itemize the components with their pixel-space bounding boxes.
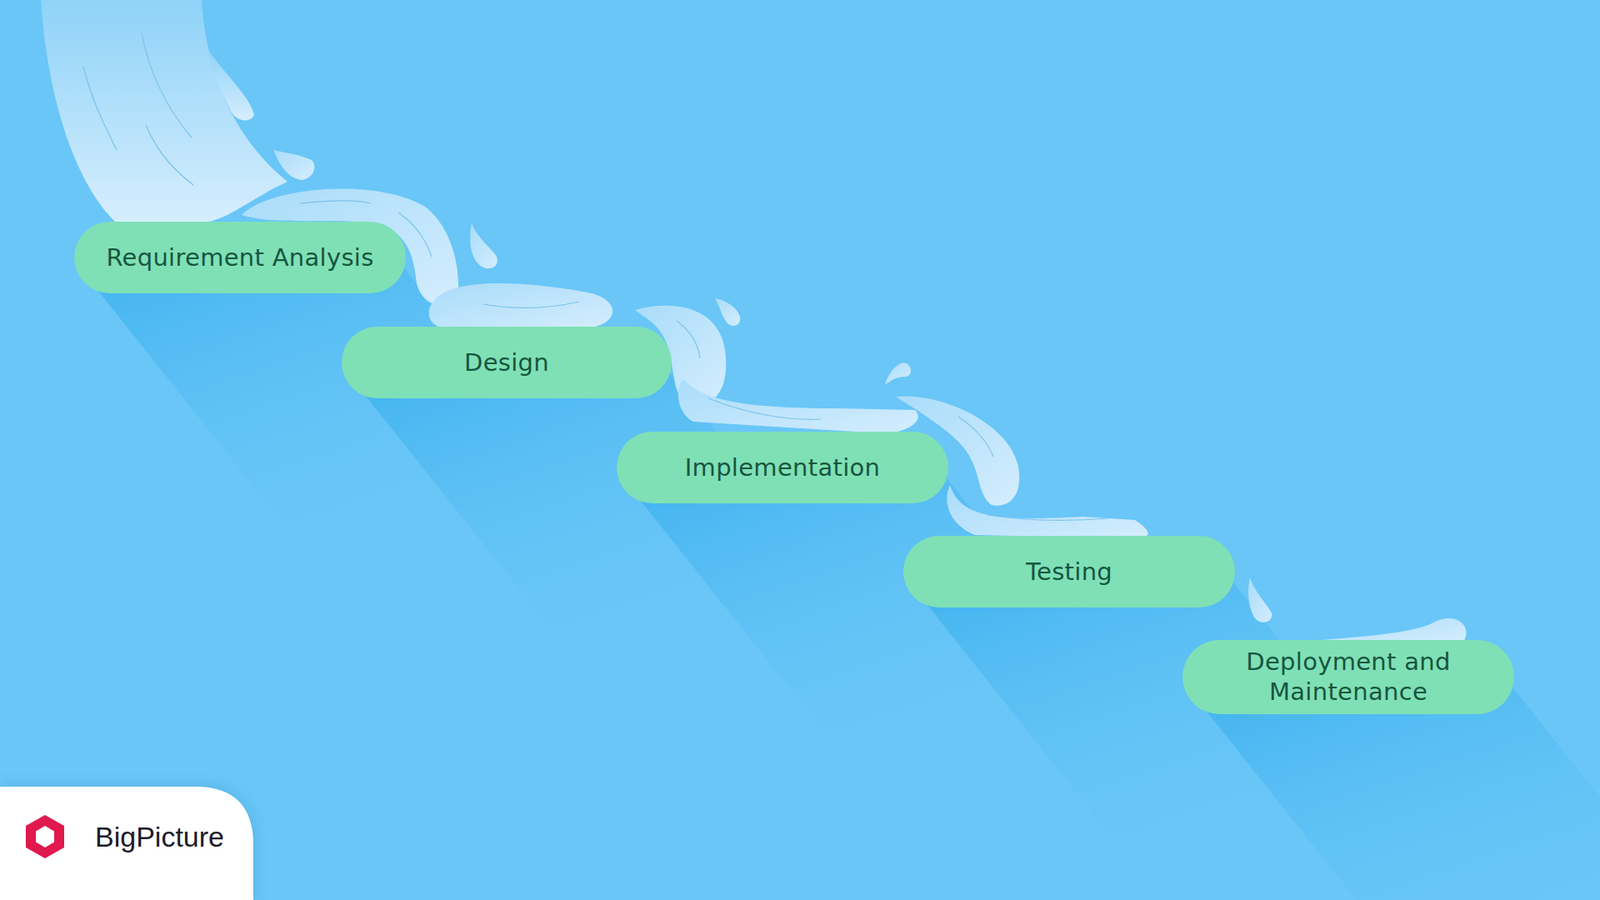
process-step: Testing — [903, 535, 1235, 608]
step-label: Deployment and Maintenance — [1240, 646, 1457, 708]
water-drop — [885, 362, 911, 385]
water-drop — [715, 298, 740, 326]
water-drip — [208, 50, 255, 120]
water-drop — [470, 223, 498, 269]
step-label: Implementation — [685, 452, 880, 483]
water-flow — [40, 0, 1467, 642]
logo-hexagon-inner — [35, 825, 55, 848]
process-step: Requirement Analysis — [74, 221, 406, 294]
step-shadows — [97, 257, 1600, 900]
logo-hexagon — [25, 815, 65, 859]
step-label: Requirement Analysis — [105, 242, 374, 273]
logo-panel-shape — [0, 786, 254, 900]
process-step: Deployment and Maintenance — [1182, 640, 1515, 715]
process-step: Design — [341, 326, 672, 399]
step-label: Design — [464, 347, 550, 378]
water-puddle — [946, 485, 1148, 539]
water-drop — [1248, 577, 1272, 623]
water-puddle — [1300, 618, 1467, 642]
logo-panel: BigPicture — [70, 814, 250, 860]
process-step: Implementation — [616, 431, 949, 504]
water-pour — [40, 0, 288, 224]
water-puddle — [429, 283, 614, 329]
step-label: Testing — [1025, 556, 1113, 587]
brand-name: BigPicture — [95, 820, 225, 854]
water-puddle — [678, 379, 919, 434]
water-drop — [273, 150, 315, 180]
logo-panel — [0, 786, 254, 900]
